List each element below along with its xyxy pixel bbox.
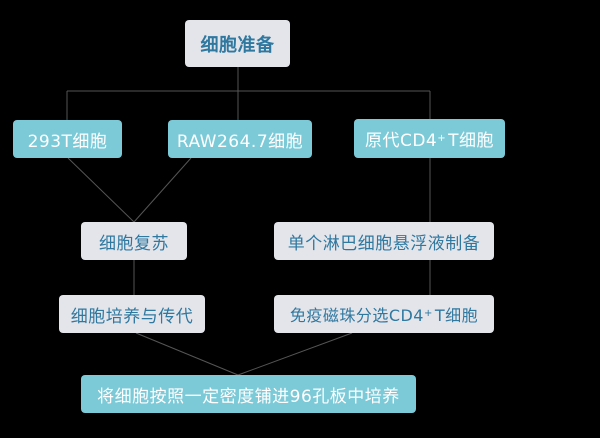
connector-beads-plate [237,332,353,376]
node-label: 免疫磁珠分选CD4 [289,306,424,325]
node-cell-preparation: 细胞准备 [185,20,290,67]
connector-culture-plate [135,332,239,376]
node-plate-seeding: 将细胞按照一定密度铺进96孔板中培养 [81,375,416,413]
node-label-suffix: T细胞 [448,131,495,151]
node-label: 将细胞按照一定密度铺进96孔板中培养 [97,386,400,407]
node-cell-revival: 细胞复苏 [81,222,187,260]
node-293t-cells: 293T细胞 [13,120,122,158]
connector-293t-revival [67,157,135,223]
node-raw264-cells: RAW264.7细胞 [168,120,312,158]
node-label: 293T细胞 [27,131,108,152]
node-label: 单个淋巴细胞悬浮液制备 [287,233,481,254]
superscript: + [437,132,447,144]
node-primary-cd4-cells: 原代CD4+T细胞 [354,119,505,158]
node-culture-passage: 细胞培养与传代 [59,295,205,333]
node-lymphocyte-suspension: 单个淋巴细胞悬浮液制备 [274,222,494,260]
superscript: + [424,308,433,319]
node-label-suffix: T细胞 [434,306,479,325]
connector-raw-revival [133,157,192,223]
node-label: 细胞复苏 [99,233,169,254]
node-label: 细胞培养与传代 [70,306,194,327]
node-label: 原代CD4 [364,131,438,151]
node-label: 细胞准备 [200,34,275,56]
node-magnetic-bead-sorting: 免疫磁珠分选CD4+T细胞 [274,295,494,333]
node-label: RAW264.7细胞 [176,131,304,152]
